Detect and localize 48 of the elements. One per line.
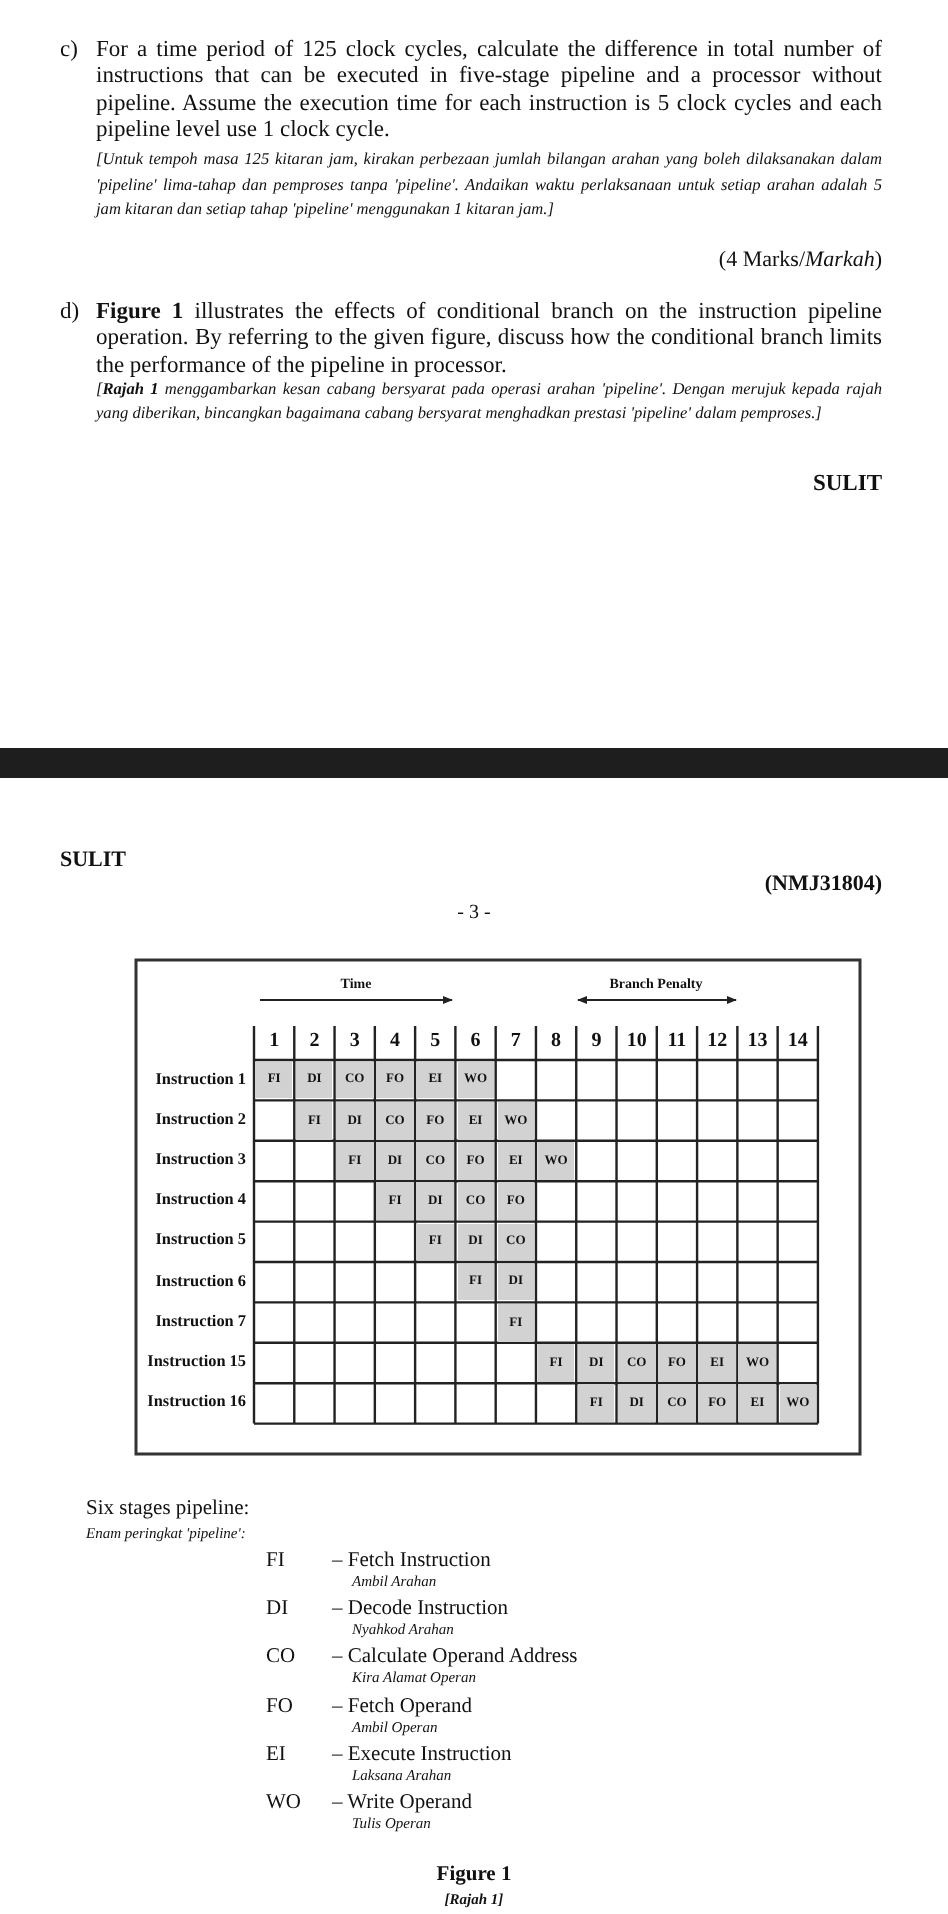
column-number: 11	[667, 1030, 687, 1053]
row-label: Instruction 7	[155, 1311, 246, 1331]
row-label: Instruction 1	[155, 1069, 246, 1088]
column-number: 3	[349, 1030, 360, 1053]
column-number: 5	[430, 1030, 441, 1053]
header-text: SULIT	[812, 472, 882, 499]
row-label: Instruction 15	[147, 1351, 246, 1371]
row-label: Instruction 4	[155, 1190, 246, 1210]
course-code: (NMJ31804)	[764, 872, 882, 898]
stage-description: – Decode Instruction	[332, 1598, 509, 1623]
row-label: Instruction 16	[147, 1392, 246, 1412]
column-number: 9	[591, 1030, 602, 1053]
column-number: 7	[510, 1030, 521, 1053]
stage-abbreviation: CO	[266, 1646, 296, 1671]
column-number: 2	[309, 1030, 320, 1053]
column-number: 1	[269, 1030, 280, 1053]
translation-text: [Rajah 1 menggambarkan kesan cabang bersyarat pada operasi arahan 'pipeline'. Dengan merujuk kepada rajah yang diberikan, bincangkan bagaimana cabang bersyarat menghadkan prestasi 'pipeline' dalam pemproses.]	[96, 378, 882, 424]
stage-abbreviation: WO	[266, 1792, 301, 1817]
translation-text: [Untuk tempoh masa 125 kitaran jam, kirakan perbezaan jumlah bilangan arahan yang boleh dilaksanakan dalam 'pipeline' lima-tahap dan pemproses tanpa 'pipeline'. Andaikan waktu perlaksanaan untuk setiap arahan adalah 5 jam kitaran dan setiap tahap 'pipeline' menggunakan 1 kitaran jam.]	[96, 148, 882, 223]
column-number: 12	[707, 1030, 728, 1053]
column-number: 8	[551, 1030, 562, 1053]
header-text: SULIT	[60, 848, 127, 874]
column-number: 14	[787, 1030, 808, 1053]
question-letter: d)	[60, 300, 80, 327]
stage-description: – Execute Instruction	[332, 1743, 512, 1768]
stage-description: – Write Operand	[332, 1792, 472, 1817]
page-number: - 3 -	[457, 902, 491, 925]
stage-abbreviation: FO	[266, 1695, 293, 1720]
stage-description: – Calculate Operand Address	[332, 1646, 578, 1671]
column-number: 13	[747, 1030, 768, 1053]
row-label: Instruction 5	[155, 1230, 246, 1250]
question-text: For a time period of 125 clock cycles, calculate the difference in total number of instructions that can be executed in five-stage pipeline and a processor without pipeline. Assume the execution time for each instruction is 5 clock cycles and each pipeline level use 1 clock cycle.	[96, 38, 882, 146]
column-number: 10	[626, 1030, 647, 1053]
row-label: Instruction 6	[155, 1271, 246, 1290]
marks-label: (4 Marks/Markah)	[718, 248, 882, 274]
row-label: Instruction 2	[155, 1109, 246, 1129]
figure-caption: Figure 1	[436, 1864, 512, 1889]
key-heading: Six stages pipeline:	[86, 1498, 250, 1523]
stage-abbreviation: DI	[266, 1598, 289, 1623]
question-letter: c)	[60, 38, 78, 65]
column-number: 6	[470, 1030, 481, 1053]
stage-description: – Fetch Operand	[332, 1695, 472, 1720]
stage-abbreviation: FI	[266, 1550, 285, 1575]
question-text: Figure 1 illustrates the effects of conditional branch on the instruction pipeline operation. By referring to the given figure, discuss how the conditional branch limits the performance of the pipeline in processor.	[96, 300, 882, 381]
row-label: Instruction 3	[155, 1149, 246, 1169]
stage-abbreviation: EI	[266, 1743, 286, 1768]
stage-description: – Fetch Instruction	[332, 1550, 491, 1575]
column-number: 4	[389, 1030, 400, 1053]
